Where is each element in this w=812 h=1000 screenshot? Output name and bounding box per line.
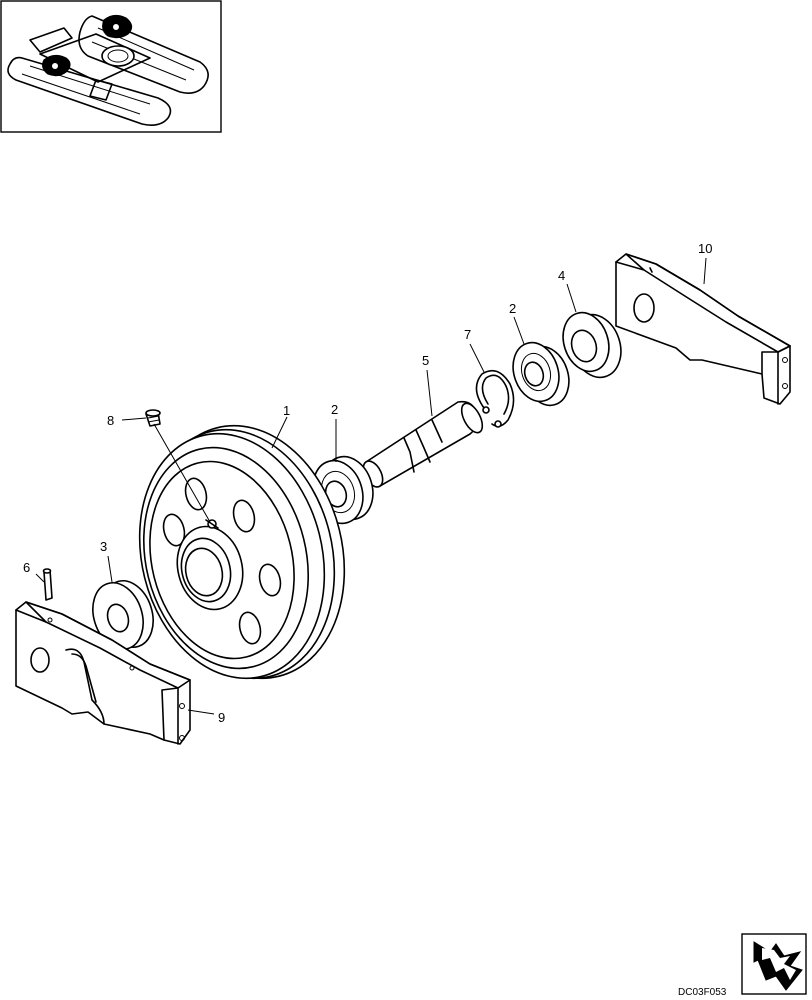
callout-3: 3 <box>100 539 107 554</box>
callout-1: 1 <box>283 403 290 418</box>
part-3-collar-left <box>92 580 154 650</box>
drawing-code: DC03F053 <box>678 987 727 998</box>
callout-10: 10 <box>698 241 712 256</box>
callout-8: 8 <box>107 413 114 428</box>
part-1-idler-wheel <box>138 424 346 680</box>
callout-2-right: 2 <box>509 301 516 316</box>
arrow-navigation-icon[interactable] <box>741 933 807 995</box>
part-2-bearing-right <box>512 341 570 407</box>
callout-7: 7 <box>464 327 471 342</box>
part-6-pin <box>42 568 53 601</box>
part-10-right-bracket <box>615 253 791 405</box>
callout-4: 4 <box>558 268 565 283</box>
callout-5: 5 <box>422 353 429 368</box>
part-4-collar-right <box>562 311 622 379</box>
part-7-snap-ring <box>475 369 515 428</box>
part-8-grease-fitting <box>145 409 211 523</box>
callout-labels: 1 2 5 7 2 4 10 8 6 3 9 <box>23 241 712 725</box>
callout-9: 9 <box>218 710 225 725</box>
callout-2-left: 2 <box>331 402 338 417</box>
part-9-left-bracket <box>15 601 191 745</box>
leader-lines <box>35 257 707 715</box>
part-5-shaft <box>362 400 484 488</box>
callout-6: 6 <box>23 560 30 575</box>
undercarriage-locator-icon <box>0 0 222 133</box>
